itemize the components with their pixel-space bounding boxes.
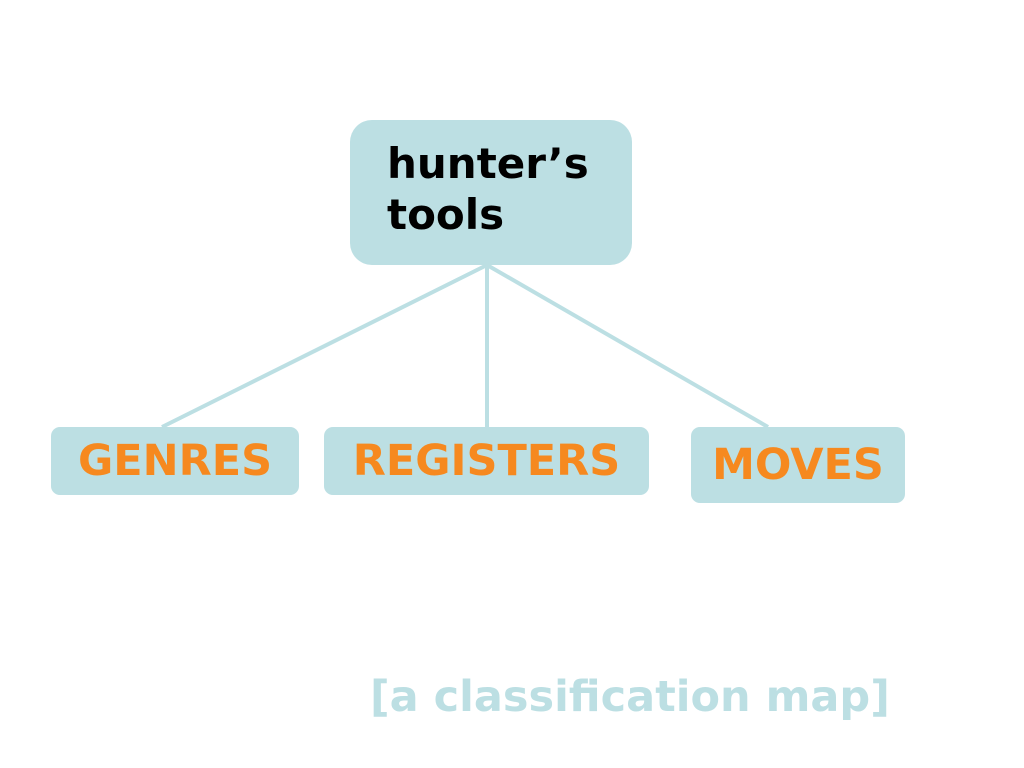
root-node-label-line-1: hunter’s [387,139,589,188]
child-node-label-moves: MOVES [712,440,884,490]
connector-moves [486,263,769,429]
root-node-label-line-2: tools [387,190,505,239]
connector-genres [161,263,488,429]
child-node-label-genres: GENRES [77,436,273,486]
diagram-caption: [a classification map] [370,672,890,722]
child-node-moves: MOVES [691,427,905,503]
child-node-label-registers: REGISTERS [352,436,621,486]
child-node-genres: GENRES [51,427,299,495]
child-node-registers: REGISTERS [324,427,649,495]
root-node-hunters-tools: hunter’s tools [350,120,632,265]
